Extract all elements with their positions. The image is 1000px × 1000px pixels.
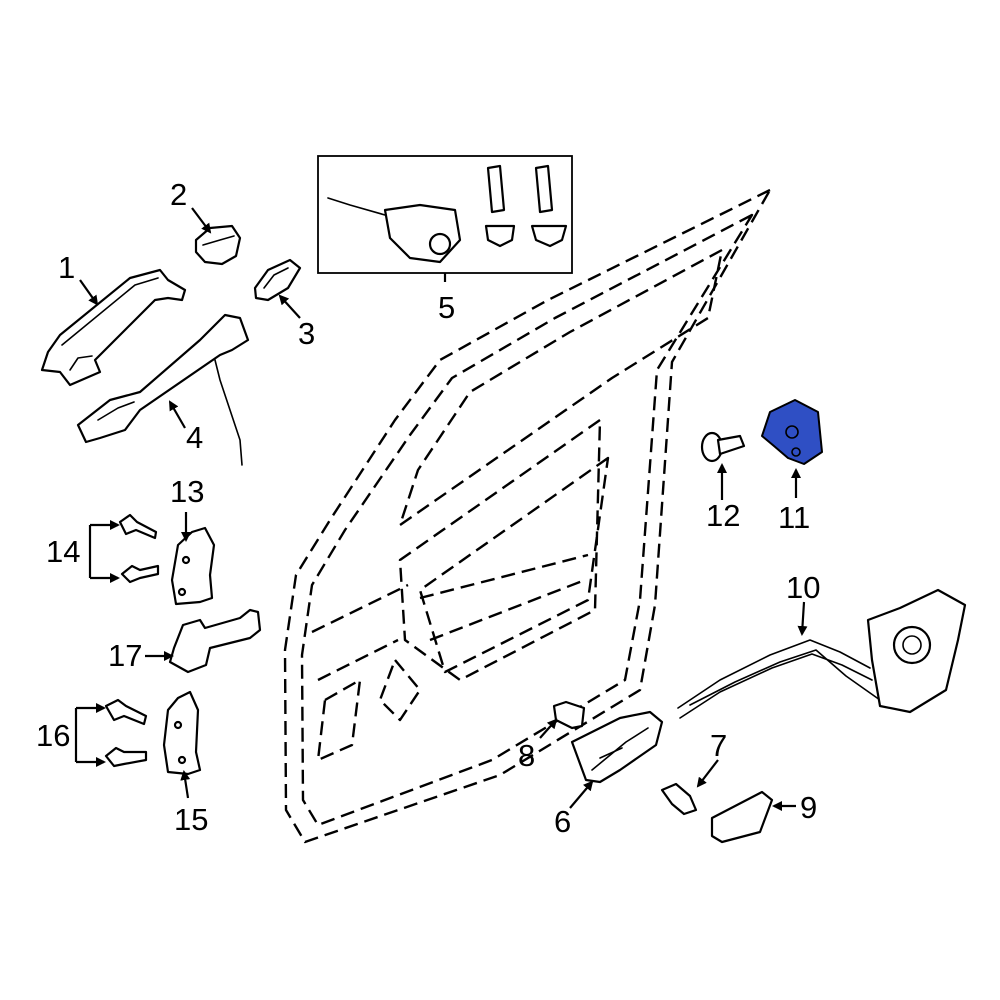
part-screw [660,782,698,816]
part-door-check [168,608,262,674]
part-upper-hinge-bolts [118,513,160,584]
part-outside-handle [40,268,187,387]
callout-9: 9 [800,790,817,825]
door-frame-outline [283,188,772,844]
part-door-latch [677,588,967,719]
leader-lines [74,207,808,811]
part-lower-hinge [162,690,202,776]
part-gasket [253,258,302,302]
callout-11: 11 [778,500,810,535]
part-clip [552,700,586,730]
callout-14: 14 [46,534,80,569]
part-handle-frame [76,313,250,466]
callout-16: 16 [36,718,70,753]
callout-17: 17 [108,638,142,673]
part-lower-hinge-bolts [104,698,148,768]
callout-8: 8 [518,738,535,773]
part-striker-bolt [700,431,746,463]
callout-3: 3 [298,316,315,351]
part-lock-cylinder-set [317,155,573,274]
callout-15: 15 [174,802,208,837]
part-striker-highlighted [761,399,823,465]
callout-2: 2 [170,177,187,212]
callout-13: 13 [170,474,204,509]
callout-12: 12 [706,498,740,533]
callout-4: 4 [186,420,203,455]
part-handle-cover [710,790,774,844]
part-handle-cap [194,224,242,266]
callout-10: 10 [786,570,820,605]
callout-7: 7 [710,728,727,763]
callout-1: 1 [58,250,75,285]
callout-5: 5 [438,290,455,325]
callout-6: 6 [554,804,571,839]
part-upper-hinge [170,526,216,606]
callout-labels: 1 2 3 4 5 6 7 8 9 10 11 12 13 14 15 16 1… [36,177,820,839]
